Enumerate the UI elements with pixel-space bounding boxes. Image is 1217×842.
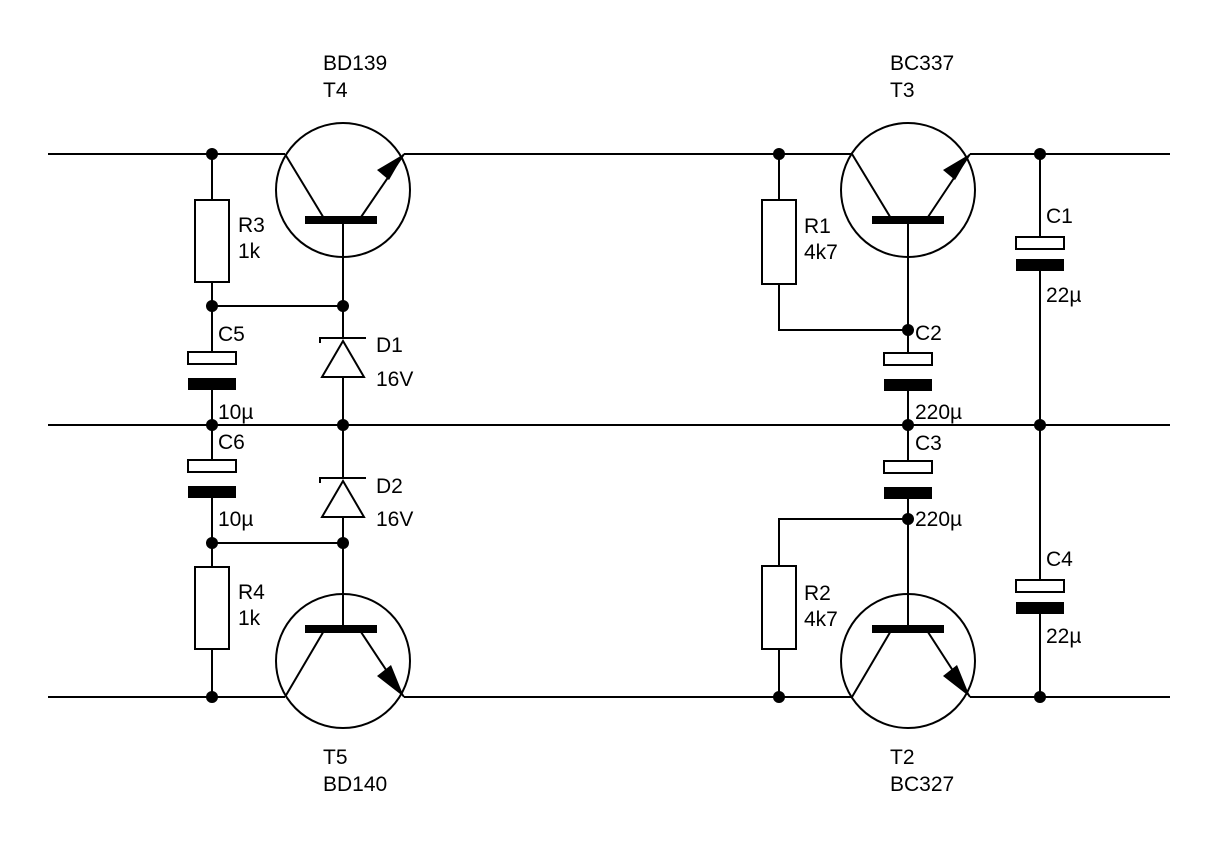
transistor-t4 (275, 122, 411, 258)
junction-dot (1034, 419, 1046, 431)
junction-dot (337, 419, 349, 431)
junction-dot (337, 300, 349, 312)
c5-ref-label: C5 (218, 323, 245, 346)
c5-value-label: 10µ (218, 401, 253, 424)
r3-value-label: 1k (238, 240, 261, 263)
capacitor-c2 (883, 352, 933, 391)
resistor-r2 (761, 565, 797, 650)
r3-ref-label: R3 (238, 214, 265, 237)
c6-value-label: 10µ (218, 508, 253, 531)
d2-value-label: 16V (376, 508, 413, 531)
junction-dot (1034, 691, 1046, 703)
junction-dot (206, 419, 218, 431)
capacitor-c4 (1015, 579, 1065, 614)
transistor-t3 (840, 122, 976, 258)
r1-ref-label: R1 (804, 215, 831, 238)
d1-ref-label: D1 (376, 334, 403, 357)
junction-dot (337, 537, 349, 549)
junction-dot (206, 300, 218, 312)
junction-dot (773, 148, 785, 160)
c6-ref-label: C6 (218, 431, 245, 454)
left-wiring (211, 154, 344, 697)
t4-ref-label: T4 (323, 79, 348, 102)
capacitor-c6 (187, 459, 237, 498)
c2-ref-label: C2 (915, 322, 942, 345)
t4-part-label: BD139 (323, 52, 387, 75)
d2-ref-label: D2 (376, 475, 403, 498)
r2-value-label: 4k7 (804, 608, 838, 631)
junction-dots (206, 148, 1046, 703)
d1-value-label: 16V (376, 368, 413, 391)
c2-value-label: 220µ (915, 401, 962, 424)
junction-dot (206, 691, 218, 703)
r4-value-label: 1k (238, 607, 261, 630)
t5-part-label: BD140 (323, 773, 387, 796)
t2-ref-label: T2 (890, 746, 915, 769)
c4-ref-label: C4 (1046, 548, 1073, 571)
c4-value-label: 22µ (1046, 625, 1081, 648)
capacitor-c3 (883, 460, 933, 499)
junction-dot (206, 148, 218, 160)
t3-part-label: BC337 (890, 52, 954, 75)
junction-dot (1034, 148, 1046, 160)
junction-dot (773, 691, 785, 703)
c1-value-label: 22µ (1046, 284, 1081, 307)
t2-part-label: BC327 (890, 773, 954, 796)
junction-dot (902, 419, 914, 431)
c3-value-label: 220µ (915, 508, 962, 531)
r1-value-label: 4k7 (804, 241, 838, 264)
t3-ref-label: T3 (890, 79, 915, 102)
resistor-r1 (761, 199, 797, 285)
resistor-r3 (194, 199, 230, 283)
transistor-t5 (275, 593, 411, 729)
junction-dot (902, 324, 914, 336)
resistor-r4 (194, 566, 230, 650)
transistor-t2 (840, 593, 976, 729)
r4-ref-label: R4 (238, 581, 265, 604)
capacitor-c5 (187, 351, 237, 390)
t5-ref-label: T5 (323, 746, 348, 769)
zener-diode-d2 (319, 477, 366, 518)
c1-ref-label: C1 (1046, 205, 1073, 228)
zener-diode-d1 (319, 337, 366, 378)
c3-ref-label: C3 (915, 432, 942, 455)
capacitor-c1 (1015, 236, 1065, 271)
junction-dot (902, 513, 914, 525)
r2-ref-label: R2 (804, 582, 831, 605)
junction-dot (206, 537, 218, 549)
